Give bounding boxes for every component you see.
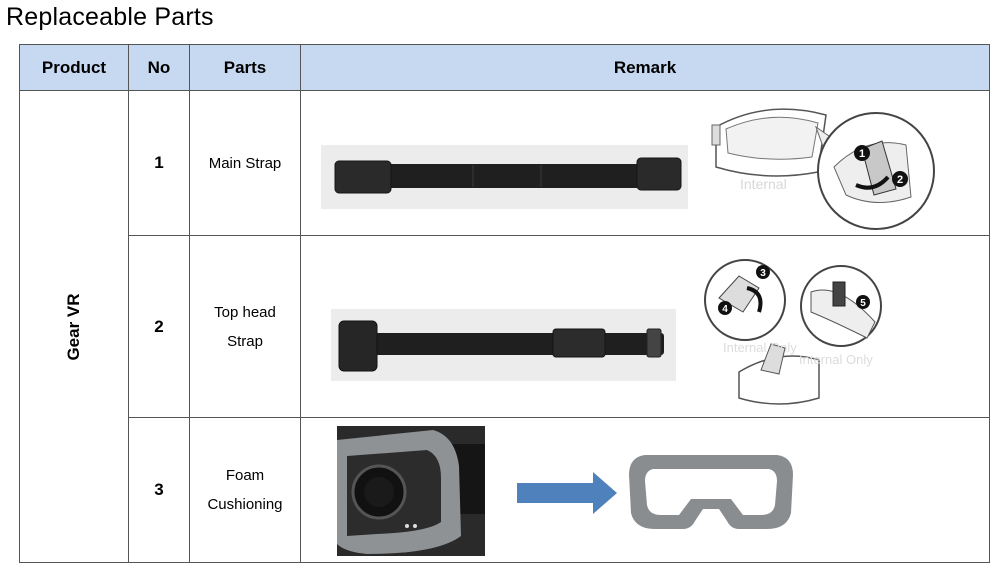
- part-name-line1: Foam: [225, 467, 265, 484]
- remark-cell: Internal 1 2: [300, 90, 990, 236]
- header-product: Product: [19, 44, 129, 91]
- watermark-text: Internal Only: [723, 340, 797, 355]
- step-5-icon: 5: [860, 298, 866, 309]
- foam-on-headset-photo: [337, 426, 485, 556]
- header-no: No: [128, 44, 190, 91]
- part-name: Top head Strap: [189, 235, 301, 418]
- table-row: 2 Top head Strap Internal Only: [20, 235, 990, 418]
- part-name: Foam Cushioning: [189, 417, 301, 563]
- part-name-line1: Main Strap: [208, 154, 282, 172]
- step-1-icon: 1: [859, 148, 865, 160]
- replaceable-parts-table: Product No Parts Remark Gear VR 1 Main S…: [19, 44, 990, 563]
- main-strap-photo: [321, 145, 688, 209]
- row-number: 2: [128, 235, 190, 418]
- header-remark: Remark: [300, 44, 990, 91]
- part-name-line1: Top head: [214, 303, 276, 321]
- watermark-text: Internal Only: [799, 352, 873, 367]
- part-name-line2: Cushioning: [207, 496, 283, 513]
- part-name: Main Strap: [189, 90, 301, 236]
- row-number: 3: [128, 417, 190, 563]
- watermark-text: Internal: [740, 176, 787, 192]
- product-cell: Gear VR: [19, 90, 129, 563]
- foam-cushion-photo: [629, 455, 793, 529]
- row-number: 1: [128, 90, 190, 236]
- page-title: Replaceable Parts: [6, 3, 214, 31]
- step-3-icon: 3: [760, 268, 766, 279]
- top-head-strap-photo: [331, 309, 676, 381]
- remark-cell: [300, 417, 990, 563]
- step-2-icon: 2: [897, 174, 903, 186]
- top-head-strap-install-diagram: Internal Only 3 4 5 Internal Only: [704, 259, 882, 405]
- product-label: Gear VR: [64, 292, 83, 361]
- arrow-right-icon: [517, 472, 617, 514]
- main-strap-install-diagram: Internal 1 2: [711, 108, 935, 230]
- remark-cell: Internal Only 3 4 5 Internal Only: [300, 235, 990, 418]
- header-parts: Parts: [189, 44, 301, 91]
- part-name-line2: Strap: [227, 332, 263, 350]
- step-4-icon: 4: [722, 304, 728, 315]
- table-header-row: Product No Parts Remark: [19, 44, 990, 91]
- table-row: 3 Foam Cushioning: [20, 417, 990, 563]
- table-row: Gear VR 1 Main Strap: [19, 90, 990, 563]
